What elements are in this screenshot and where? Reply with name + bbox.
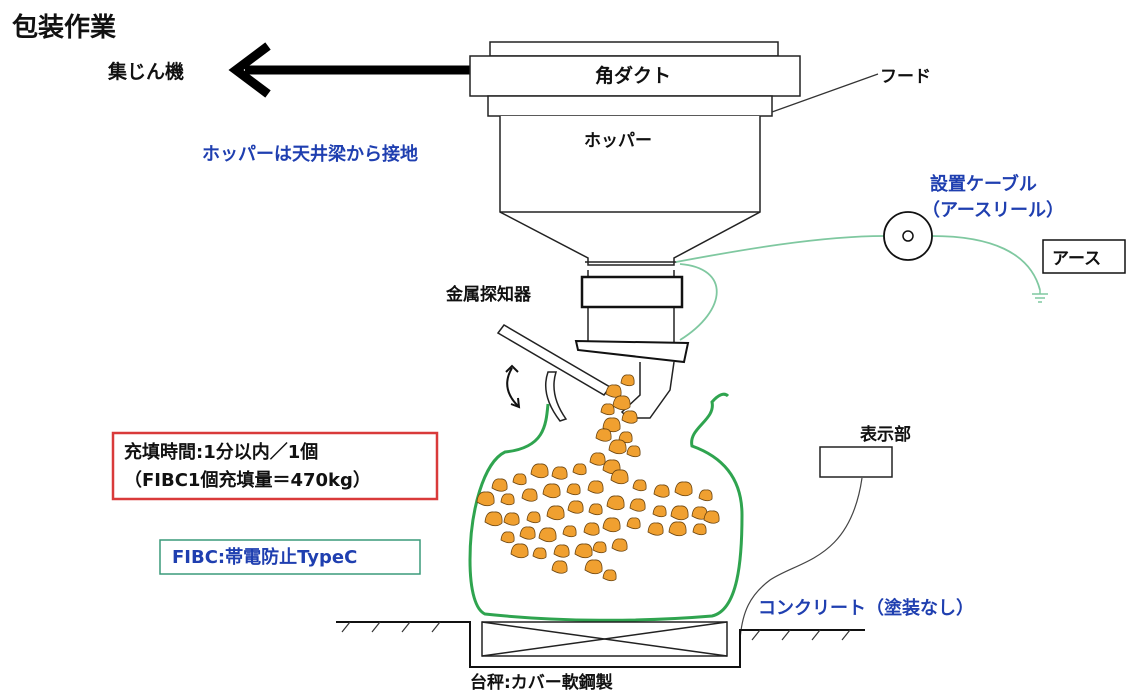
- pellet: [674, 481, 693, 497]
- pellet: [484, 511, 503, 527]
- pellet: [532, 547, 547, 560]
- pellet: [632, 479, 647, 492]
- metal-detector-label: 金属探知器: [445, 284, 532, 305]
- concrete-label: コンクリート（塗装なし）: [758, 597, 974, 619]
- pellet: [608, 439, 627, 455]
- hopper-grounding-note: ホッパーは天井梁から接地: [202, 143, 418, 165]
- pellet: [620, 374, 635, 387]
- earth-box: [1042, 239, 1126, 274]
- gate-plate: [574, 339, 690, 364]
- pellet: [626, 517, 641, 530]
- fill-time-box: [111, 431, 439, 501]
- pellet: [510, 543, 529, 559]
- flap: [545, 371, 568, 422]
- pellet: [476, 491, 495, 507]
- earth-ground-icon: [1032, 290, 1048, 303]
- display-cable: [739, 477, 863, 641]
- pellet: [595, 428, 612, 442]
- pellet: [612, 395, 631, 411]
- pellet: [621, 410, 638, 424]
- pellet: [538, 527, 557, 543]
- pellet: [600, 403, 615, 416]
- earth-label: アース: [1052, 249, 1101, 269]
- square-duct-label: 角ダクト: [595, 64, 671, 87]
- pellet: [698, 489, 713, 502]
- arrow-left-icon: [228, 42, 470, 98]
- pellet: [692, 523, 707, 536]
- pellet: [500, 531, 515, 544]
- pellet: [566, 483, 581, 496]
- pellet: [611, 538, 628, 552]
- pellet: [652, 505, 667, 518]
- pellet: [567, 500, 584, 514]
- fibc-label: FIBC:帯電防止TypeC: [172, 546, 357, 568]
- display-unit: [819, 446, 893, 478]
- pellet: [503, 512, 520, 526]
- pellet: [691, 506, 708, 520]
- hood-label: フード: [880, 67, 931, 87]
- pellet: [602, 517, 621, 533]
- fibc-box: [159, 539, 421, 575]
- page-title: 包装作業: [12, 12, 116, 43]
- pellet: [610, 469, 629, 485]
- pellet: [512, 473, 527, 486]
- fill-time-line2: （FIBC1個充填量＝470kg）: [124, 469, 371, 491]
- pellet: [588, 503, 603, 516]
- pellets: [476, 374, 720, 582]
- pellet: [653, 484, 670, 498]
- metal-detector: [580, 275, 684, 309]
- pellet: [574, 543, 593, 559]
- pellet: [703, 510, 720, 524]
- pellet: [668, 521, 687, 537]
- floor: [336, 621, 865, 668]
- pellet: [521, 488, 538, 502]
- display-label: 表示部: [860, 424, 911, 445]
- ground-cable-sublabel: （アースリール）: [922, 200, 1064, 221]
- earth-cable-loop: [679, 263, 718, 341]
- pellet: [587, 480, 604, 494]
- pellet: [606, 495, 625, 511]
- pellet: [583, 522, 600, 536]
- hopper: [499, 116, 761, 266]
- pellet: [589, 452, 606, 466]
- pellet: [530, 463, 549, 479]
- pellet: [584, 559, 603, 575]
- pellet: [491, 478, 508, 492]
- pellet: [605, 384, 622, 398]
- pellet: [647, 522, 664, 536]
- pellet: [562, 525, 577, 538]
- scale-label: 台秤:カバー軟鋼製: [470, 672, 613, 693]
- pellet: [629, 498, 646, 512]
- scale: [481, 621, 728, 657]
- pellet: [542, 483, 561, 499]
- pellet: [546, 505, 565, 521]
- ground-cable-label: 設置ケーブル: [930, 173, 1037, 195]
- pellet: [519, 526, 536, 540]
- cable-reel-icon: [883, 211, 933, 261]
- pellet: [626, 445, 641, 458]
- swing-arrow-icon: [505, 364, 521, 409]
- hopper-label: ホッパー: [584, 131, 652, 151]
- pellet: [572, 463, 587, 476]
- pellet: [551, 466, 568, 480]
- hood-leader-line: [771, 73, 879, 113]
- dust-collector-label: 集じん機: [107, 60, 184, 83]
- pellet: [602, 569, 617, 582]
- fill-time-line1: 充填時間:1分以内／1個: [124, 441, 318, 463]
- pellet: [553, 544, 570, 558]
- fibc-bag: [468, 392, 744, 622]
- floor-hatching: [341, 621, 851, 641]
- pellet: [500, 493, 515, 506]
- pellet: [670, 505, 689, 521]
- pellet: [602, 417, 621, 433]
- earth-cable-to-ground: [931, 235, 1041, 291]
- pellet: [551, 560, 568, 574]
- pellet: [526, 511, 541, 524]
- earth-cable: [675, 235, 885, 263]
- pellet: [592, 541, 607, 554]
